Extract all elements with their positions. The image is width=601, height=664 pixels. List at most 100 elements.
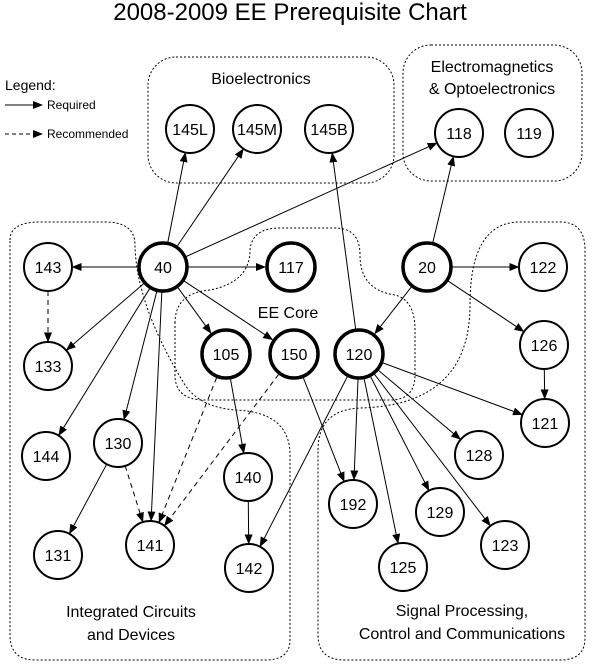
course-node-126: 126	[519, 320, 569, 370]
course-node-circle	[223, 452, 273, 502]
course-node-circle	[415, 487, 465, 537]
course-node-circle	[480, 520, 530, 570]
edge-130-to-141-recommended	[124, 465, 144, 523]
edge-105-to-141-recommended	[158, 377, 218, 524]
course-node-circle	[21, 431, 71, 481]
edge-150-to-141-recommended	[164, 374, 279, 527]
course-node-141: 141	[125, 520, 175, 570]
course-node-129: 129	[415, 487, 465, 537]
edge-150-to-192-required	[302, 377, 345, 483]
edge-40-to-118-required	[185, 142, 438, 257]
edge-40-to-145L-required	[167, 152, 188, 243]
course-node-131: 131	[33, 530, 83, 580]
group-outlines	[9, 44, 586, 661]
legend: Legend: Required Recommended	[5, 77, 128, 141]
edges	[44, 142, 549, 548]
course-node-label: 40	[154, 260, 172, 277]
course-node-120: 120	[333, 328, 385, 380]
course-node-circle	[378, 542, 428, 592]
course-node-circle	[504, 108, 554, 158]
signal-processing-label-line2: Control and Communications	[359, 626, 565, 643]
edge-120-to-121-required	[382, 362, 523, 416]
course-node-150: 150	[268, 328, 320, 380]
course-node-label: 131	[45, 548, 72, 565]
course-node-label: 117	[278, 260, 304, 277]
course-node-label: 122	[530, 260, 557, 277]
course-node-105: 105	[200, 328, 252, 380]
course-node-circle	[454, 430, 504, 480]
group-labels: Bioelectronics Electromagnetics & Optoel…	[66, 59, 565, 644]
course-node-122: 122	[518, 242, 568, 292]
legend-required-label: Required	[47, 98, 96, 112]
course-node-circle	[520, 398, 570, 448]
course-node-label: 125	[390, 560, 417, 577]
edge-40-to-141-required	[147, 292, 163, 522]
course-node-121: 121	[520, 398, 570, 448]
course-node-label: 145L	[172, 122, 208, 139]
course-node-142: 142	[224, 543, 274, 593]
course-node-label: 145M	[237, 122, 277, 139]
course-node-circle	[93, 418, 143, 468]
course-node-label: 126	[531, 338, 558, 355]
course-node-label: 123	[492, 538, 519, 555]
legend-recommended-label: Recommended	[47, 127, 128, 141]
course-node-circle	[23, 242, 73, 292]
course-node-117: 117	[265, 241, 317, 293]
course-node-label: 129	[427, 505, 454, 522]
electromagnetics-group-outline	[402, 44, 583, 182]
course-node-label: 143	[35, 260, 62, 277]
course-node-125: 125	[378, 542, 428, 592]
course-node-192: 192	[328, 479, 378, 529]
course-node-circle	[265, 241, 317, 293]
edge-40-to-133-required	[65, 283, 145, 351]
course-node-145L: 145L	[165, 104, 215, 154]
course-node-circle	[165, 104, 215, 154]
course-node-144: 144	[21, 431, 71, 481]
course-node-label: 145B	[310, 122, 347, 139]
course-node-143: 143	[23, 242, 73, 292]
course-node-label: 141	[137, 538, 164, 555]
course-node-label: 118	[446, 126, 472, 143]
course-node-circle	[434, 108, 484, 158]
edge-20-to-126-required	[447, 280, 525, 332]
course-node-label: 144	[33, 449, 60, 466]
electromagnetics-label-line1: Electromagnetics	[431, 59, 554, 76]
edge-130-to-131-required	[69, 463, 108, 535]
bioelectronics-group-outline	[147, 56, 395, 184]
integrated-circuits-group-outline	[9, 221, 291, 661]
course-node-label: 192	[340, 497, 367, 514]
integrated-circuits-label-line1: Integrated Circuits	[66, 604, 196, 621]
edge-120-to-129-required	[370, 376, 430, 492]
course-node-label: 105	[213, 347, 240, 364]
edge-40-to-130-required	[122, 291, 158, 421]
electromagnetics-label-line2: & Optoelectronics	[429, 81, 555, 98]
course-node-140: 140	[223, 452, 273, 502]
edge-120-to-142-required	[259, 376, 348, 548]
course-node-circle	[125, 520, 175, 570]
edge-40-to-144-required	[58, 288, 151, 437]
course-node-label: 140	[235, 470, 262, 487]
course-node-40: 40	[137, 241, 189, 293]
chart-title: 2008-2009 EE Prerequisite Chart	[113, 0, 467, 26]
course-node-circle	[268, 328, 320, 380]
course-node-label: 130	[105, 436, 132, 453]
course-node-circle	[328, 479, 378, 529]
edge-40-to-145M-required	[176, 148, 244, 247]
course-node-118: 118	[434, 108, 484, 158]
legend-title: Legend:	[5, 77, 56, 93]
course-node-circle	[200, 328, 252, 380]
course-node-circle	[304, 104, 354, 154]
course-node-circle	[519, 320, 569, 370]
signal-processing-group-outline	[317, 221, 586, 661]
course-node-label: 121	[532, 416, 559, 433]
course-node-label: 128	[466, 448, 493, 465]
course-node-label: 119	[516, 126, 542, 143]
edge-120-to-125-required	[363, 378, 401, 544]
edge-120-to-128-required	[378, 370, 462, 440]
course-node-label: 120	[346, 347, 373, 364]
course-node-label: 150	[281, 347, 308, 364]
course-node-circle	[232, 104, 282, 154]
course-node-label: 142	[236, 561, 263, 578]
course-node-circle	[224, 543, 274, 593]
